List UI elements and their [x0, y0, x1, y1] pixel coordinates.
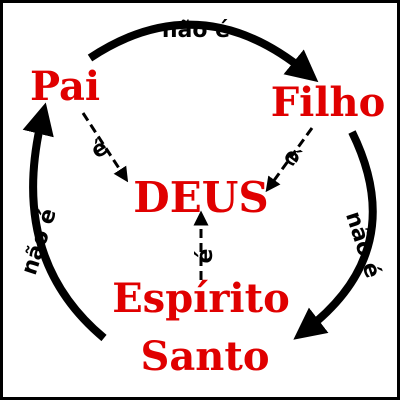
- node-espirito-line2: Santo: [140, 333, 269, 380]
- node-pai: Pai: [30, 63, 100, 110]
- label-pai-is-deus: é: [87, 135, 113, 164]
- arc-arrow-filho-to-espirito: [293, 130, 377, 340]
- arrow-pai-to-deus: [81, 112, 129, 183]
- label-pai-not-filho: não é: [162, 18, 230, 43]
- arc-arrow-espirito-to-pai: [22, 102, 107, 342]
- label-filho-not-espirito: não é: [340, 209, 385, 282]
- node-espirito-line1: Espírito: [112, 275, 290, 322]
- label-espirito-not-pai: não é: [17, 206, 62, 279]
- diagram-canvas: Pai Filho DEUS Espírito Santo é é é não …: [17, 18, 386, 380]
- arc-arrow-pai-to-filho: [87, 20, 319, 83]
- node-filho: Filho: [271, 79, 386, 126]
- arrow-filho-to-deus: [265, 127, 314, 193]
- label-espirito-is-deus: é: [193, 249, 218, 264]
- node-deus: DEUS: [133, 173, 268, 222]
